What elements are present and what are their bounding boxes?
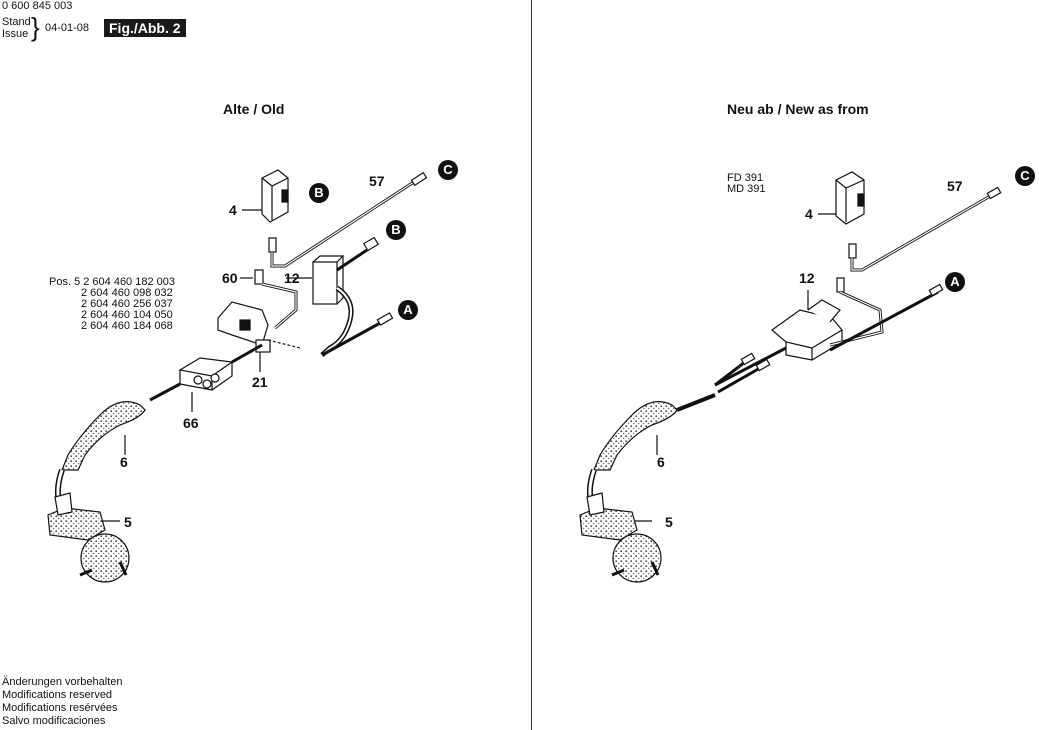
right-badge-a: A — [945, 272, 965, 292]
left-label-12: 12 — [284, 270, 300, 286]
right-label-57: 57 — [947, 178, 963, 194]
pos-line-3: 2 604 460 256 037 — [81, 298, 173, 310]
left-switch-part4 — [261, 169, 289, 253]
left-label-6: 6 — [120, 454, 128, 470]
left-badge-a: A — [398, 300, 418, 320]
right-badge-c: C — [1015, 166, 1035, 186]
pos-line-5: 2 604 460 184 068 — [81, 320, 173, 332]
left-badge-c: C — [438, 160, 458, 180]
right-switch-part4 — [835, 171, 865, 259]
right-label-6: 6 — [657, 454, 665, 470]
left-label-66: 66 — [183, 415, 199, 431]
pos-line-4: 2 604 460 104 050 — [81, 309, 173, 321]
left-label-4: 4 — [229, 202, 237, 218]
left-label-60: 60 — [222, 270, 238, 286]
right-label-5: 5 — [665, 514, 673, 530]
footer-line-es: Salvo modificaciones — [2, 715, 106, 727]
right-label-4: 4 — [805, 206, 813, 222]
footer-line-fr: Modifications resérvées — [2, 702, 118, 714]
right-label-12: 12 — [799, 270, 815, 286]
footer-line-de: Änderungen vorbehalten — [2, 676, 123, 688]
pos-line-1: Pos. 5 2 604 460 182 003 — [49, 276, 175, 288]
issue-label: Issue — [2, 28, 29, 40]
left-label-57: 57 — [369, 173, 385, 189]
issue-date: 04-01-08 — [45, 22, 90, 34]
left-badge-b-top: B — [309, 183, 329, 203]
left-label-21: 21 — [252, 374, 268, 390]
model-line-2: MD 391 — [727, 183, 766, 195]
footer-line-en: Modifications reserved — [2, 689, 113, 701]
figure-label: Fig./Abb. 2 — [104, 19, 186, 37]
panel-divider — [531, 0, 532, 730]
left-label-5: 5 — [124, 514, 132, 530]
model-line-1: FD 391 — [727, 172, 764, 184]
stand-label: Stand — [2, 16, 31, 28]
pos-line-2: 2 604 460 098 032 — [81, 287, 173, 299]
left-badge-b-mid: B — [386, 220, 406, 240]
right-panel-title: Neu ab / New as from — [727, 101, 869, 117]
brace: } — [31, 12, 40, 42]
part-number: 0 600 845 003 — [2, 0, 73, 12]
left-panel-title: Alte / Old — [223, 101, 285, 117]
